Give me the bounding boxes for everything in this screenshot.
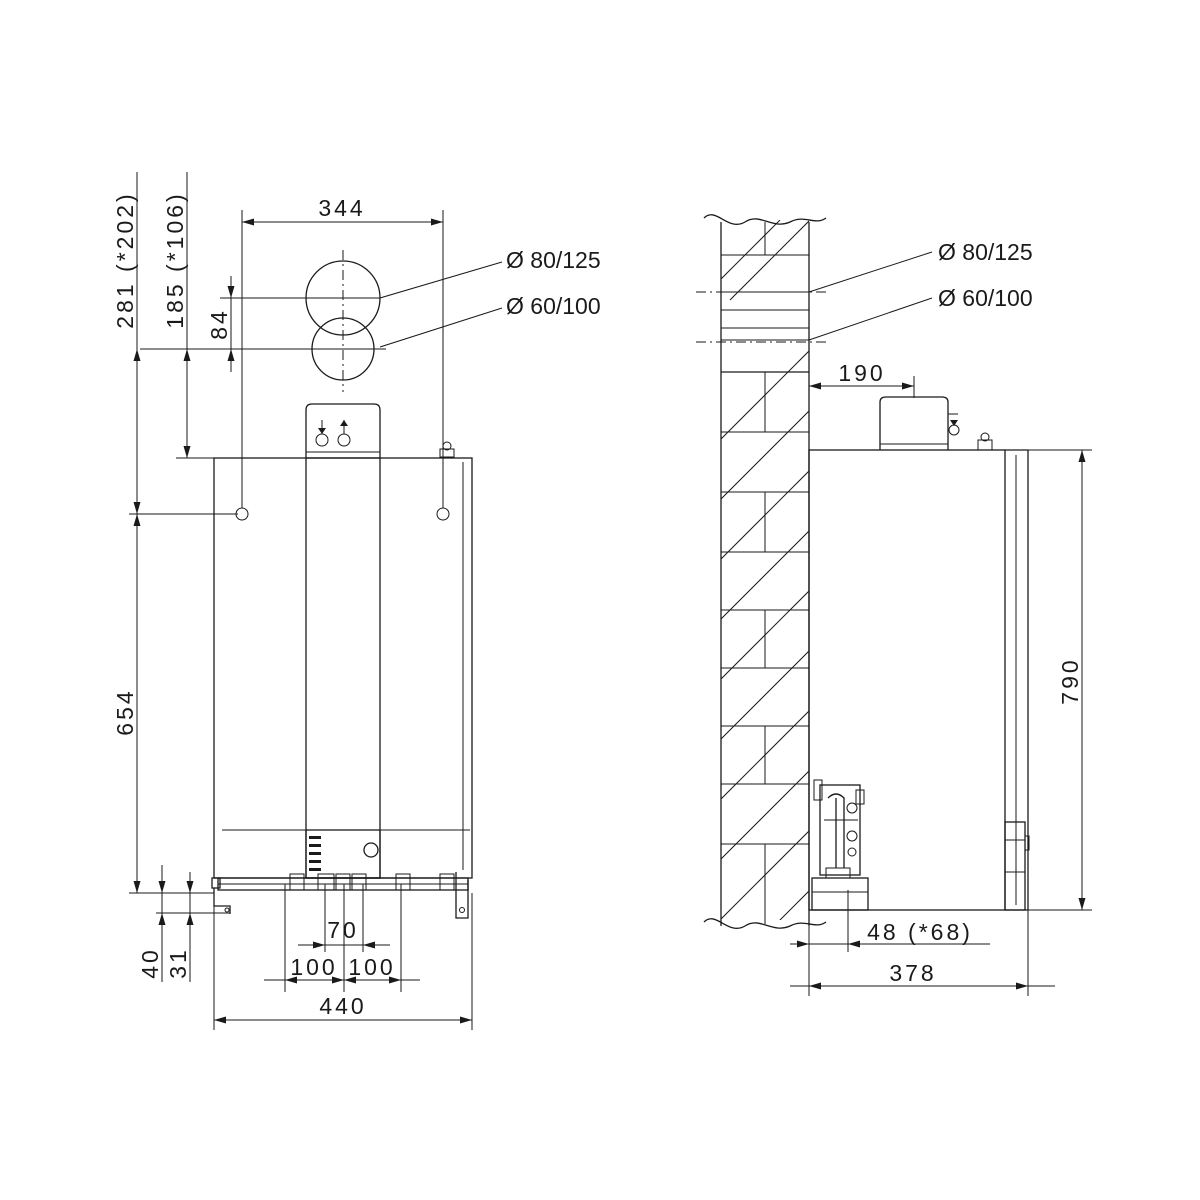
dimension-31-label: 31 (165, 947, 191, 979)
dimension-344-label: 344 (318, 195, 365, 221)
dimension-84-label: 84 (206, 308, 232, 340)
side-view: Ø 80/125 Ø 60/100 (696, 214, 1092, 996)
boiler-front-casing (211, 403, 473, 919)
front-pipe-label-small: Ø 60/100 (506, 293, 601, 319)
dimension-100b-label: 100 (348, 954, 395, 980)
dimension-185-label: 185 (*106) (162, 191, 188, 328)
dimension-344 (241, 210, 444, 508)
side-pipework (811, 779, 869, 911)
brick-courses (721, 222, 809, 924)
dimension-40-label: 40 (137, 947, 163, 979)
dimension-48 (790, 890, 990, 996)
dimension-281-label: 281 (*202) (112, 191, 138, 328)
dimension-190 (809, 376, 915, 398)
mounting-hole-right (436, 507, 450, 521)
bottom-connections (211, 872, 469, 919)
dimension-70-label: 70 (327, 917, 359, 943)
front-pipe-label-large: Ø 80/125 (506, 247, 601, 273)
dimension-654-label: 654 (112, 688, 138, 735)
side-pipe-label-small: Ø 60/100 (938, 285, 1033, 311)
dimension-440-label: 440 (319, 993, 366, 1019)
boiler-side-casing (808, 396, 1030, 911)
control-panel-buttons (309, 836, 321, 871)
control-knob-icon (363, 842, 379, 858)
wall-section (696, 214, 933, 929)
dimension-vertical-left (129, 172, 306, 982)
dimension-100a-label: 100 (290, 954, 337, 980)
side-pipe-label-large: Ø 80/125 (938, 239, 1033, 265)
front-view: Ø 80/125 Ø 60/100 344 (112, 172, 601, 1030)
dimension-790 (1028, 449, 1092, 911)
dimension-378 (790, 910, 1055, 996)
flue-pipe-circles (140, 250, 503, 392)
dimension-bottom (213, 884, 473, 1030)
dimension-48-label: 48 (*68) (867, 919, 973, 945)
dimension-790-label: 790 (1057, 657, 1083, 704)
dimension-378-label: 378 (889, 960, 936, 986)
dimension-190-label: 190 (838, 360, 885, 386)
wall-hatching (721, 220, 809, 920)
